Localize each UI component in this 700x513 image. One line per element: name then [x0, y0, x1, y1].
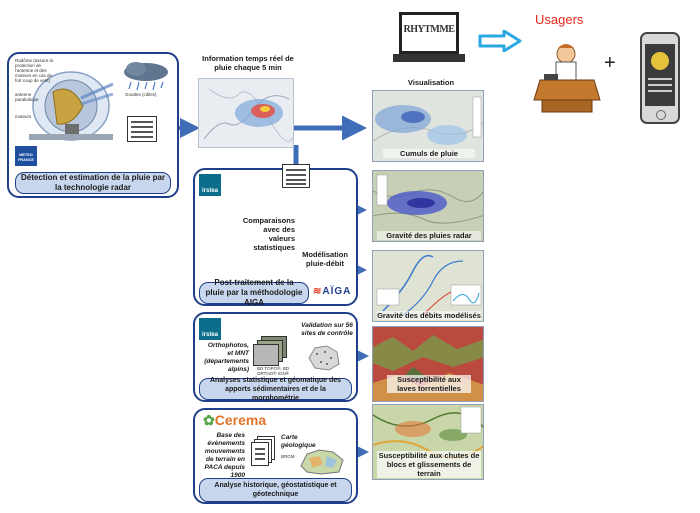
map-gravite-debits: Gravité des débits modélisés	[372, 250, 484, 322]
base-events-label: Base des évènements mouvements de terrai…	[204, 432, 245, 479]
users-arrow-icon	[478, 30, 522, 52]
irstea-logo-2-text: irstea	[201, 332, 218, 338]
map-chutes: Susceptibilité aux chutes de blocs et gl…	[372, 404, 484, 480]
computer-document-icon	[127, 116, 157, 142]
modeling-label: Modélisation pluie-débit	[302, 250, 348, 268]
radar-note-drops: Gouttes (cibles)	[125, 92, 157, 97]
comparison-label: Comparaisons avec des valeurs statistiqu…	[242, 216, 295, 252]
visualisation-label: Visualisation	[407, 78, 455, 87]
irstea-logo: irstea	[199, 174, 221, 196]
ortho-label: Orthophotos, et MNT (départements alpins…	[204, 342, 249, 373]
cerema-panel: ✿Cerema Base des évènements mouvements d…	[193, 408, 358, 504]
caption-cumuls: Cumuls de pluie	[383, 149, 475, 158]
sediment-small-text: BD TOPO®, BD ORTHO® IGN®	[257, 366, 290, 376]
radar-note-motors: moteurs	[15, 114, 32, 119]
radar-illustration	[29, 71, 114, 141]
validation-sites-map	[308, 345, 340, 371]
orthophoto-stack-icon	[253, 336, 287, 366]
user-at-desk-icon	[533, 44, 601, 113]
cerema-small-text: BRGM	[281, 454, 295, 459]
aiga-logo-text: AÏGA	[322, 286, 352, 297]
map-laves: Susceptibilité aux laves torrentielles	[372, 326, 484, 402]
radar-caption: Détection et estimation de la pluie par …	[15, 172, 171, 194]
laptop-icon: RHYTMME	[393, 12, 465, 72]
plus-sign: +	[604, 52, 616, 74]
rain-info-map	[198, 78, 294, 148]
smartphone-icon	[640, 32, 680, 124]
rain-cloud-icon	[124, 62, 168, 91]
meteo-france-logo-text: METEO FRANCE	[18, 153, 34, 162]
caption-chutes: Susceptibilité aux chutes de blocs et gl…	[377, 451, 481, 478]
cerema-logo-mark: ✿	[203, 412, 215, 428]
aiga-logo-mark: ≋	[313, 286, 323, 297]
rhytmme-logo: RHYTMME	[403, 24, 455, 35]
radar-panel: Radôme (assure la protection de l'antenn…	[7, 52, 179, 198]
users-label: Usagers	[535, 12, 584, 27]
rain-info-title: Information temps réel de pluie chaque 5…	[202, 54, 294, 72]
aiga-panel: irstea Comparaisons avec des valeurs sta…	[193, 168, 358, 307]
cerema-logo: ✿Cerema	[203, 412, 266, 429]
geology-map	[300, 449, 344, 475]
meteo-france-logo: METEO FRANCE	[15, 146, 37, 166]
documents-stack-icon	[251, 436, 277, 466]
sediment-caption: Analyses statistique et géomatique des a…	[199, 377, 352, 402]
cerema-logo-text: Cerema	[214, 412, 267, 428]
cerema-caption: Analyse historique, géostatistique et gé…	[199, 478, 352, 502]
validation-label: Validation sur 56 sites de contrôle	[301, 322, 353, 337]
aiga-logo: ≋AÏGA	[313, 286, 351, 297]
aiga-caption: Post-traitement de la pluie par la métho…	[199, 278, 309, 307]
map-cumuls: Cumuls de pluie	[372, 90, 484, 162]
caption-laves: Susceptibilité aux laves torrentielles	[387, 375, 471, 393]
sediment-panel: irstea Orthophotos, et MNT (départements…	[193, 312, 358, 402]
radar-note-radome: Radôme (assure la protection de l'antenn…	[15, 58, 54, 83]
geology-label: Carte géologique	[281, 434, 316, 449]
caption-gravite-pluies: Gravité des pluies radar	[377, 231, 481, 240]
caption-gravite-debits: Gravité des débits modélisés	[377, 311, 481, 320]
irstea-logo-2: irstea	[199, 318, 221, 340]
irstea-logo-text: irstea	[201, 188, 218, 194]
map-gravite-pluies: Gravité des pluies radar	[372, 170, 484, 242]
processing-document-icon	[282, 164, 310, 188]
radar-note-antenna: antenne parabolique	[15, 92, 39, 102]
